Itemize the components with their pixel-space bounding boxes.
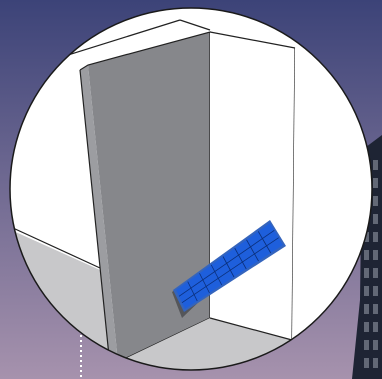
building-window [373,340,378,350]
building-window [373,304,378,314]
right-wall [210,32,295,340]
building-window [364,358,369,368]
building-window [373,322,378,332]
building-window [373,232,378,242]
building-window [373,358,378,368]
building-window [364,286,369,296]
building-window [364,250,369,260]
building-window [373,178,378,188]
building-window [373,160,378,170]
building-window [373,250,378,260]
building-window [373,268,378,278]
building-window [364,268,369,278]
building-window [373,214,378,224]
building-window [364,304,369,314]
building-window [364,322,369,332]
building-window [373,286,378,296]
building-window [373,196,378,206]
building-window [364,340,369,350]
